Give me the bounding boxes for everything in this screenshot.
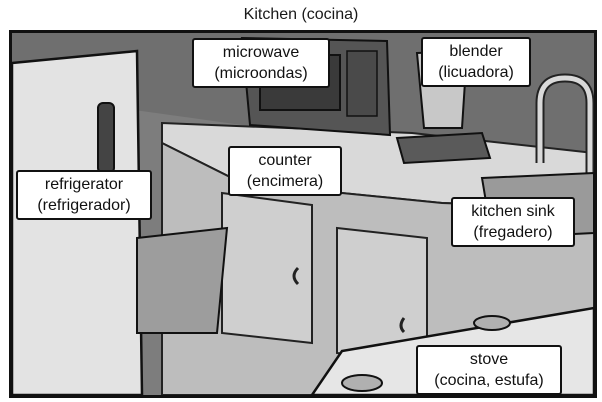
blender-base <box>395 131 492 165</box>
stove-burner <box>473 315 511 331</box>
cabinet-handle <box>399 317 406 334</box>
cabinet-door-left <box>221 191 313 345</box>
label-sink-spanish: (fregadero) <box>473 224 553 241</box>
cabinet-handle <box>292 266 300 286</box>
label-stove-english: stove <box>469 351 509 368</box>
figure-title: Kitchen (cocina) <box>243 6 359 23</box>
stove-burner <box>341 374 383 392</box>
label-refrigerator-spanish: (refrigerador) <box>37 197 131 214</box>
label-blender-spanish: (licuadora) <box>438 64 514 81</box>
label-refrigerator-english: refrigerator <box>44 176 124 193</box>
label-stove: stove (cocina, estufa) <box>416 345 562 395</box>
label-counter: counter (encimera) <box>228 146 342 196</box>
microwave-panel <box>346 50 378 117</box>
label-refrigerator: refrigerator (refrigerador) <box>16 170 152 220</box>
label-blender: blender (licuadora) <box>421 37 531 87</box>
label-microwave-english: microwave <box>222 44 300 61</box>
label-sink-english: kitchen sink <box>471 203 555 220</box>
label-kitchen-sink: kitchen sink (fregadero) <box>451 197 575 247</box>
kitchen-illustration <box>9 30 597 398</box>
label-stove-spanish: (cocina, estufa) <box>434 372 544 389</box>
label-counter-spanish: (encimera) <box>246 173 324 190</box>
refrigerator <box>12 49 144 395</box>
label-counter-english: counter <box>258 152 312 169</box>
refrigerator-door-open <box>136 226 229 334</box>
kitchen-drawing <box>12 33 594 395</box>
label-microwave-spanish: (microondas) <box>214 65 308 82</box>
refrigerator-handle <box>97 102 115 174</box>
label-microwave: microwave (microondas) <box>192 38 330 88</box>
label-blender-english: blender <box>449 43 503 60</box>
